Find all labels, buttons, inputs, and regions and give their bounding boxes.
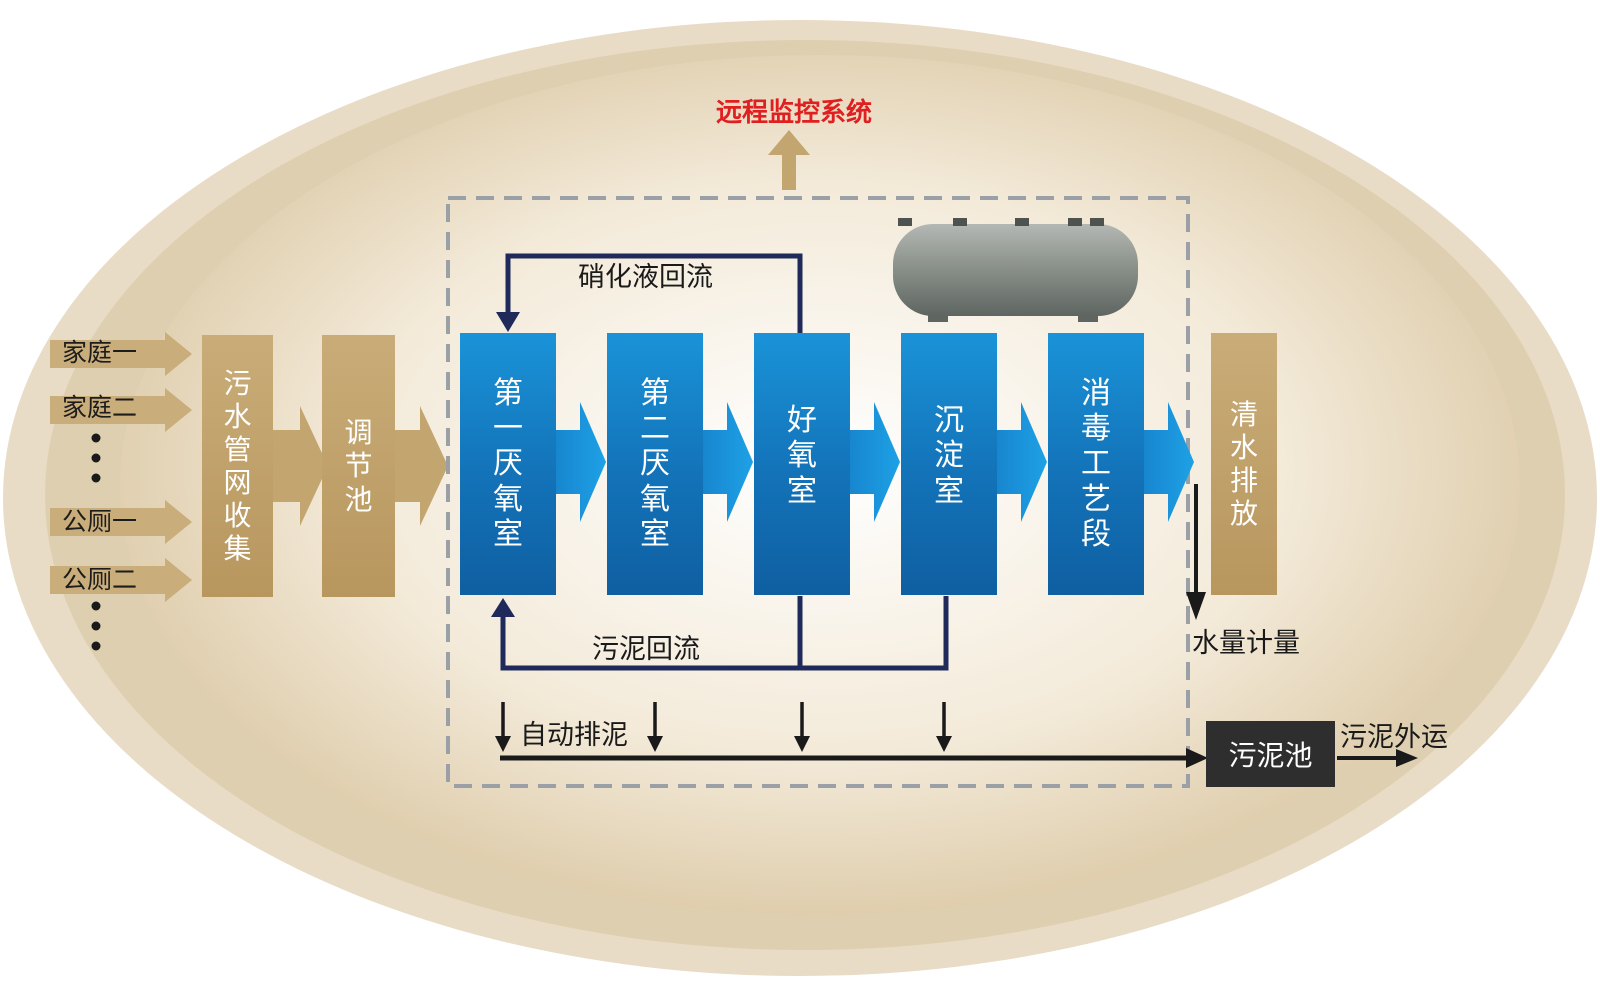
tank-icon bbox=[893, 218, 1138, 322]
source-arrows bbox=[50, 332, 192, 602]
discharge-box bbox=[1211, 333, 1277, 595]
stage-disinfection-label: 消毒工艺段 bbox=[1081, 375, 1111, 553]
sludge-out-arrowhead bbox=[1396, 749, 1418, 767]
blue-flow-arrows bbox=[556, 402, 1194, 522]
monitor-up-arrow bbox=[768, 130, 810, 190]
source-label-toilet-2: 公厕二 bbox=[62, 565, 138, 594]
ellipsis-dots bbox=[91, 433, 101, 651]
stage-anaerobic-1-label: 第一厌氧室 bbox=[493, 375, 523, 553]
source-label-toilet-1: 公厕一 bbox=[62, 507, 138, 536]
system-boundary bbox=[446, 196, 1190, 788]
tan-flow-arrows bbox=[272, 406, 448, 526]
nitrate-return-line bbox=[505, 253, 803, 335]
water-meter-arrowhead bbox=[1186, 592, 1206, 620]
sludge-return-label: 污泥回流 bbox=[592, 634, 700, 665]
source-label-home-2: 家庭二 bbox=[62, 393, 138, 422]
stage-disinfection bbox=[1048, 333, 1144, 595]
sludge-return-arrowhead bbox=[491, 598, 515, 617]
sludge-main-arrowhead bbox=[1186, 748, 1208, 768]
source-label-home-1: 家庭一 bbox=[62, 338, 138, 367]
stage-aerobic bbox=[754, 333, 850, 595]
auto-sludge-arrows bbox=[495, 702, 952, 752]
discharge-label: 清水排放 bbox=[1229, 397, 1258, 531]
sludge-return-line bbox=[500, 596, 949, 671]
stage-sedimentation-label: 沉淀室 bbox=[934, 403, 964, 509]
nitrate-return-label: 硝化液回流 bbox=[578, 262, 713, 293]
stage-anaerobic-2 bbox=[607, 333, 703, 595]
regulate-box bbox=[322, 335, 395, 597]
sludge-tank-box: 污泥池 bbox=[1206, 721, 1335, 787]
nitrate-return-arrowhead bbox=[496, 312, 520, 332]
stage-aerobic-label: 好氧室 bbox=[787, 403, 817, 509]
collect-label: 污水管网收集 bbox=[223, 366, 252, 566]
regulate-label: 调节池 bbox=[344, 416, 373, 516]
stage-anaerobic-1 bbox=[460, 333, 556, 595]
stage-sedimentation bbox=[901, 333, 997, 595]
sludge-out-label: 污泥外运 bbox=[1340, 722, 1448, 753]
collect-box bbox=[202, 335, 273, 597]
water-meter-label: 水量计量 bbox=[1192, 628, 1300, 659]
diagram-title: 远程监控系统 bbox=[716, 98, 873, 128]
stage-anaerobic-2-label: 第二厌氧室 bbox=[640, 375, 670, 553]
auto-sludge-label: 自动排泥 bbox=[520, 720, 628, 751]
